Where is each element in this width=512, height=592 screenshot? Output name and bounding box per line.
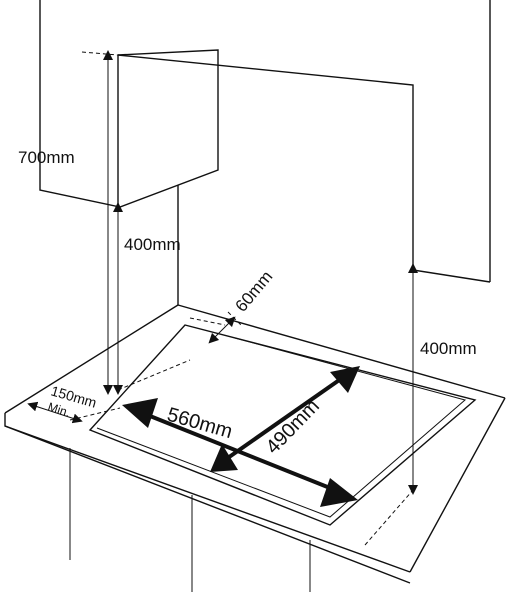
back-wall-outline — [117, 0, 491, 305]
label-700mm: 700mm — [18, 148, 75, 167]
wall-cabinet — [39, 0, 219, 208]
vertical-dimensions — [103, 50, 418, 495]
base-cabinet-lines — [69, 448, 311, 592]
cutout-depth-arrow — [210, 366, 360, 472]
label-side-400mm: 400mm — [420, 339, 477, 358]
label-60mm: 60mm — [232, 267, 277, 315]
worktop — [4, 304, 506, 584]
back-gap-arrow — [208, 316, 236, 344]
side-gap-arrow — [27, 401, 83, 424]
cutout-width-arrow — [122, 398, 358, 507]
label-min: Min. — [46, 400, 72, 420]
label-hood-400mm: 400mm — [124, 235, 181, 254]
